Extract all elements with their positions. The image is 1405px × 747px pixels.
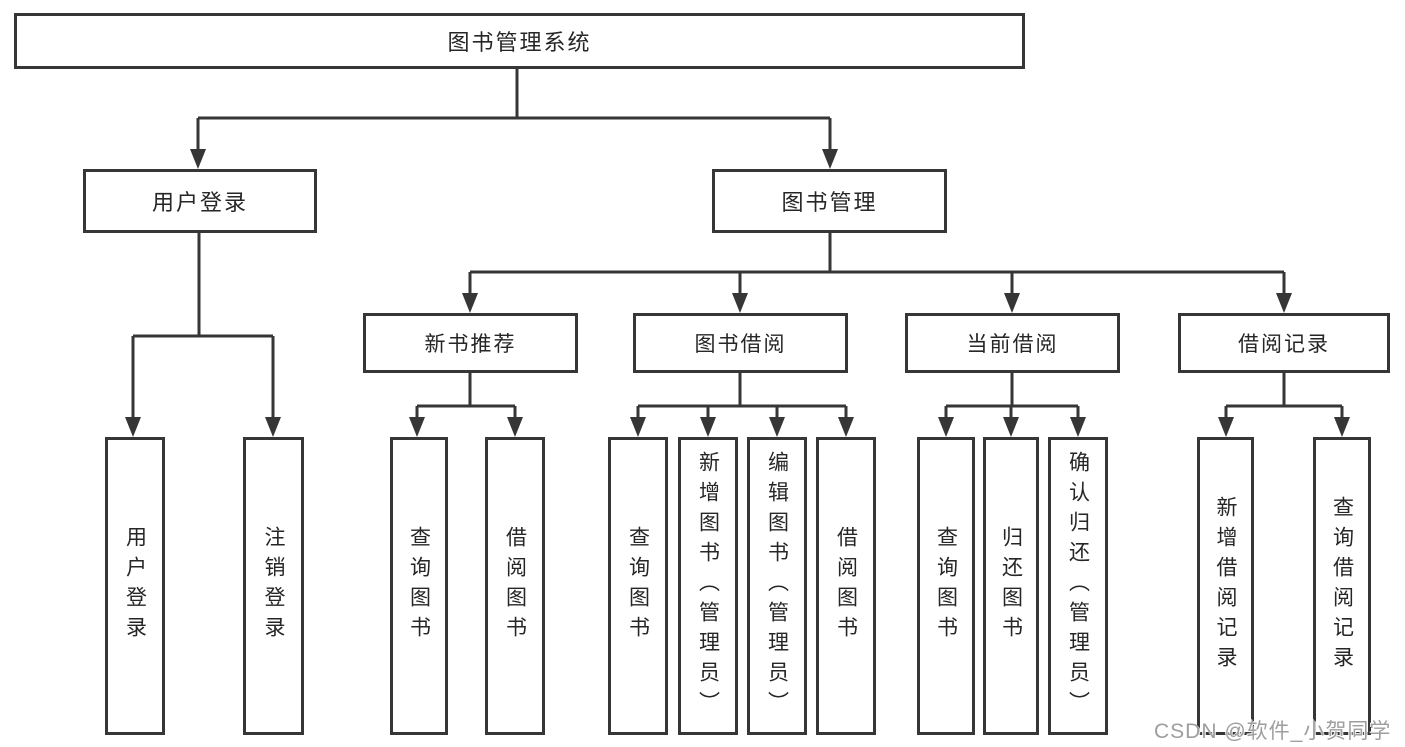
node-book-borrowing: 图书借阅 [633, 313, 848, 373]
node-label: 用户登录 [151, 190, 248, 215]
node-label: 确认归还（管理员） [1066, 451, 1090, 721]
leaf-query-books: 查询图书 [390, 437, 448, 735]
node-label: 新增图书（管理员） [696, 451, 720, 721]
node-root-system: 图书管理系统 [14, 13, 1025, 69]
node-current-borrowing: 当前借阅 [905, 313, 1120, 373]
node-label: 图书管理 [781, 190, 878, 215]
leaf-query-borrow-record: 查询借阅记录 [1313, 437, 1371, 735]
leaf-borrow-books: 借阅图书 [485, 437, 545, 735]
node-label: 查询图书 [626, 526, 650, 646]
leaf-edit-book-admin: 编辑图书（管理员） [747, 437, 807, 735]
leaf-add-borrow-record: 新增借阅记录 [1197, 437, 1254, 735]
leaf-query-books: 查询图书 [608, 437, 668, 735]
node-label: 借阅图书 [503, 526, 527, 646]
node-label: 图书借阅 [694, 333, 787, 356]
leaf-query-books: 查询图书 [917, 437, 975, 735]
node-label: 用户登录 [123, 526, 147, 646]
node-label: 编辑图书（管理员） [765, 451, 789, 721]
node-label: 当前借阅 [966, 333, 1059, 356]
node-label: 借阅记录 [1238, 333, 1330, 356]
node-book-management: 图书管理 [712, 169, 947, 233]
leaf-confirm-return-admin: 确认归还（管理员） [1048, 437, 1108, 735]
tree-edges [131, 69, 1344, 420]
node-label: 归还图书 [999, 526, 1023, 646]
leaf-logout: 注销登录 [243, 437, 304, 735]
leaf-add-book-admin: 新增图书（管理员） [678, 437, 738, 735]
node-label: 新增借阅记录 [1214, 496, 1237, 676]
node-label: 查询图书 [934, 526, 958, 646]
node-label: 查询图书 [407, 526, 431, 646]
node-label: 图书管理系统 [447, 30, 592, 55]
leaf-user-login: 用户登录 [105, 437, 165, 735]
node-new-book-recommend: 新书推荐 [363, 313, 578, 373]
node-user-login: 用户登录 [83, 169, 317, 233]
leaf-return-books: 归还图书 [983, 437, 1039, 735]
node-label: 查询借阅记录 [1330, 496, 1354, 676]
node-label: 新书推荐 [424, 333, 517, 356]
leaf-borrow-books: 借阅图书 [816, 437, 876, 735]
csdn-watermark: CSDN @软件_小贺同学 [1154, 720, 1392, 743]
arrowheads [125, 149, 1350, 437]
node-label: 注销登录 [262, 526, 285, 646]
node-borrowing-records: 借阅记录 [1178, 313, 1390, 373]
node-label: 借阅图书 [834, 526, 858, 646]
